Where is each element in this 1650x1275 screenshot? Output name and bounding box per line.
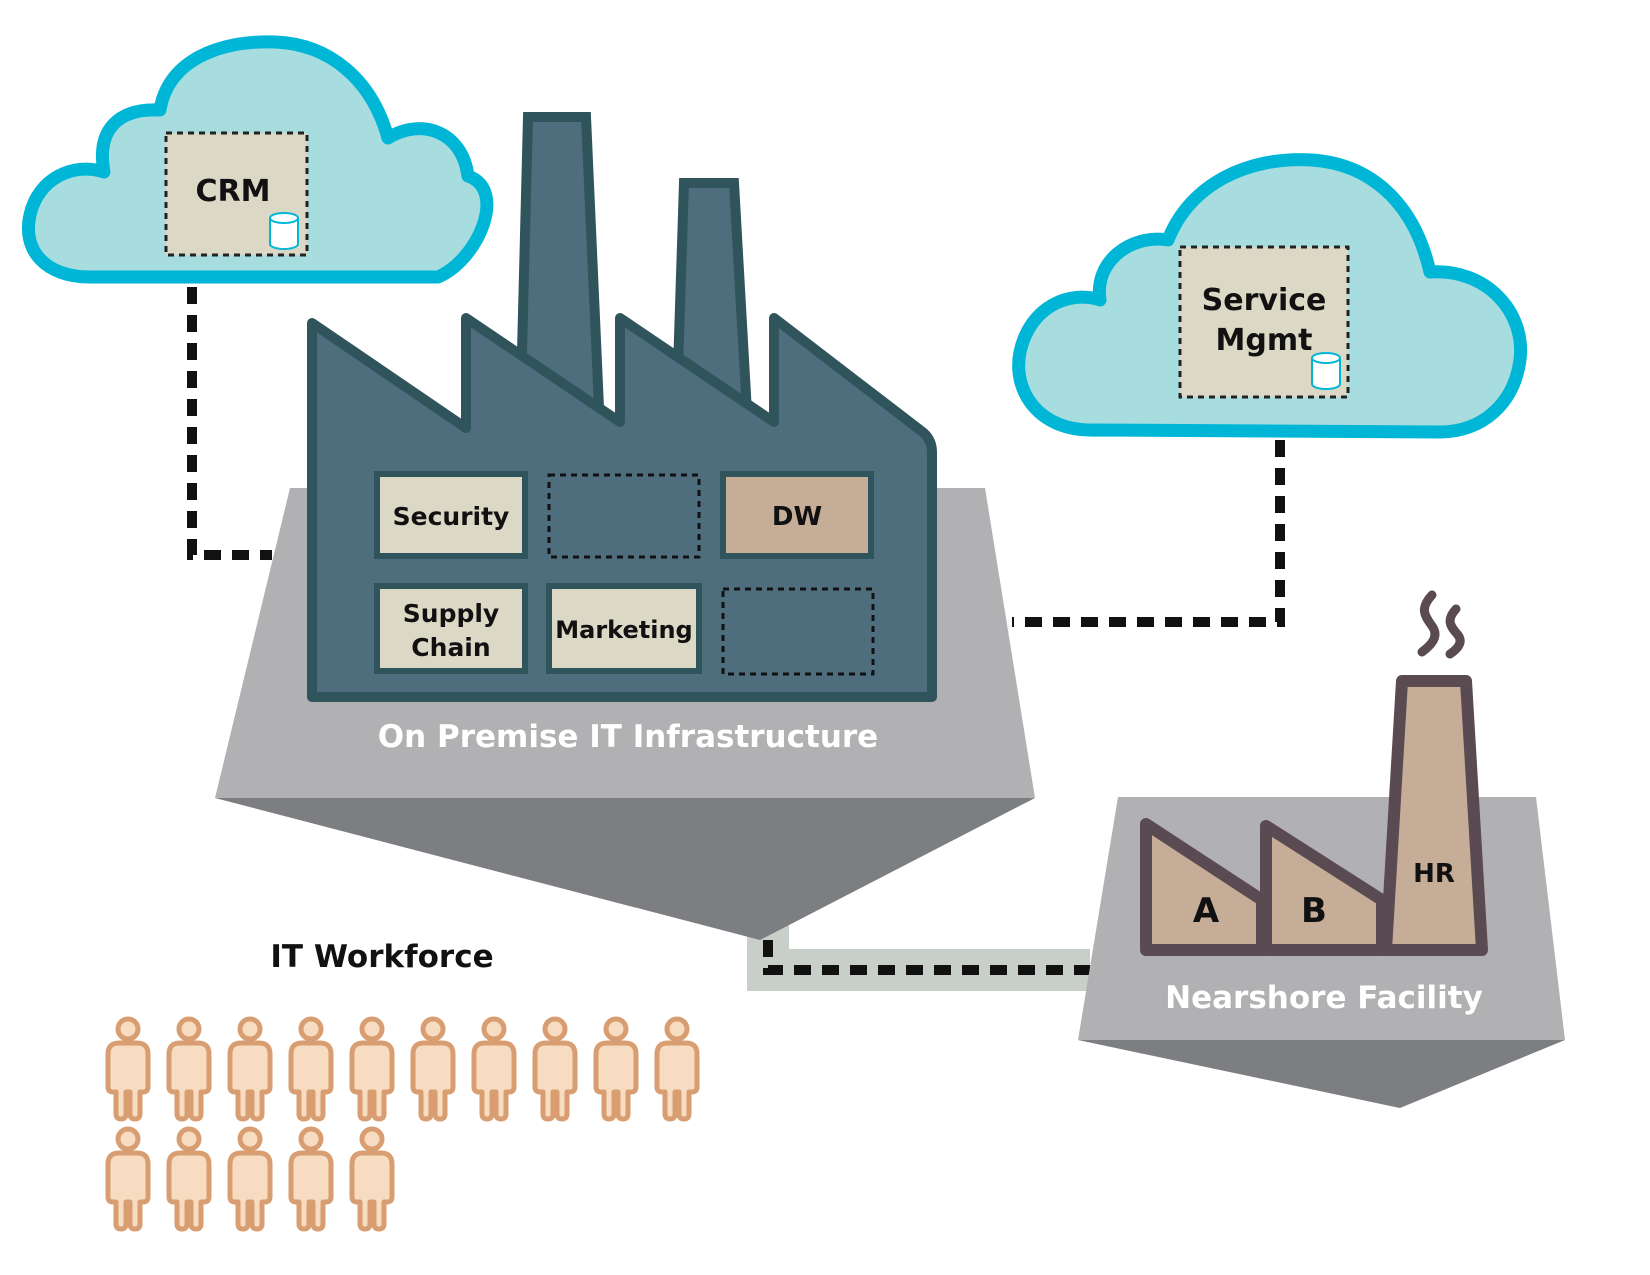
dw-label: DW [772, 502, 822, 532]
crm-link [187, 287, 272, 560]
supply-chain-label-line2: Chain [411, 633, 490, 662]
dw-module [720, 471, 874, 559]
service-label-line1: Service [1202, 283, 1327, 318]
nearshore-tower [1380, 675, 1488, 956]
smoke-icon [1417, 590, 1465, 659]
service-mgmt-link [1012, 440, 1285, 627]
worker-icon [593, 1016, 639, 1122]
worker-icon [288, 1016, 334, 1122]
supply-chain-module [374, 583, 528, 674]
nearshore-label: Nearshore Facility [1165, 980, 1483, 1016]
building-b-label: B [1301, 891, 1327, 931]
security-label: Security [393, 502, 510, 531]
worker-icon [349, 1126, 395, 1232]
worker-icon [227, 1016, 273, 1122]
worker-icon [471, 1016, 517, 1122]
worker-icon [166, 1126, 212, 1232]
crm-label: CRM [196, 174, 271, 209]
hr-label: HR [1413, 859, 1455, 889]
worker-icon [349, 1016, 395, 1122]
factory-modules: Security DW Supply Chain Marketing [374, 471, 875, 676]
security-module [374, 471, 528, 559]
worker-icon [532, 1016, 578, 1122]
workforce-group [105, 1016, 700, 1232]
marketing-label: Marketing [555, 616, 692, 644]
database-icon [1311, 352, 1341, 390]
nearshore-facility: A B HR [1078, 590, 1565, 1108]
worker-icon [105, 1016, 151, 1122]
marketing-module [546, 583, 702, 674]
database-icon [269, 212, 299, 250]
crm-cloud: CRM [22, 35, 494, 284]
worker-icon [288, 1126, 334, 1232]
nearshore-shadow [1078, 1040, 1565, 1108]
it-workforce-label: IT Workforce [270, 939, 493, 975]
worker-icon [166, 1016, 212, 1122]
worker-icon [654, 1016, 700, 1122]
empty-slot-top [547, 473, 701, 559]
empty-slot-bottom [721, 587, 875, 676]
worker-icon [105, 1126, 151, 1232]
worker-icon [227, 1126, 273, 1232]
on-premise-label: On Premise IT Infrastructure [378, 719, 878, 755]
supply-chain-label-line1: Supply [403, 599, 499, 628]
worker-icon [410, 1016, 456, 1122]
service-mgmt-cloud: Service Mgmt [1012, 153, 1528, 439]
platform-shadow [215, 798, 1035, 940]
building-a-label: A [1193, 891, 1220, 931]
service-label-line2: Mgmt [1216, 323, 1313, 358]
nearshore-building-b [1260, 820, 1388, 956]
